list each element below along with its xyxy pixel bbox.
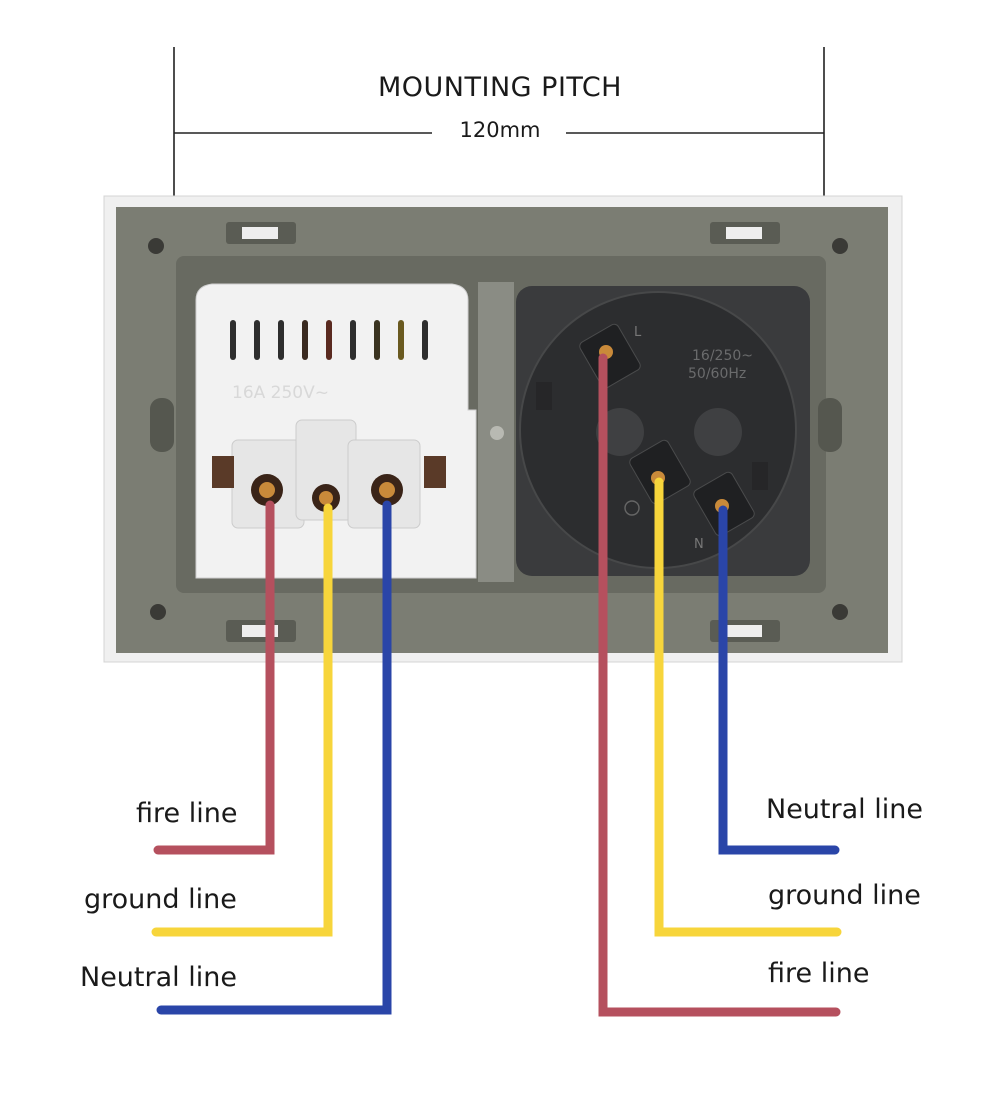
vent-slot [278, 320, 284, 360]
vent-slot [230, 320, 236, 360]
diagram-title: MOUNTING PITCH [378, 72, 622, 103]
clip-tab [726, 625, 762, 637]
mounting-hole [832, 604, 848, 620]
screw-clamp [212, 456, 234, 488]
vent-slot [374, 320, 380, 360]
pin-recess [694, 408, 742, 456]
screw-clamp [424, 456, 446, 488]
left-fire-wire [153, 500, 275, 855]
right-ground-label: ground line [768, 880, 921, 911]
side-latch [536, 382, 552, 410]
vent-slot [254, 320, 260, 360]
right-ground-wire [654, 477, 842, 937]
vent-slot [302, 320, 308, 360]
left-neutral-label: Neutral line [80, 962, 237, 993]
left-ground-label: ground line [84, 884, 237, 915]
side-slot [818, 398, 842, 452]
clip-tab [726, 227, 762, 239]
right-module-marking-2: 50/60Hz [688, 366, 746, 382]
terminal-l-marking: L [634, 325, 642, 340]
terminal-screw [379, 482, 395, 498]
mounting-hole [148, 238, 164, 254]
right-module-marking-1: 16/250~ [692, 348, 753, 364]
right-neutral-wire [718, 505, 840, 855]
terminal-screw [259, 482, 275, 498]
left-socket-module: 16A 250V~ [195, 283, 477, 579]
wires [151, 353, 842, 1017]
divider-screw [490, 426, 504, 440]
clip-tab [242, 227, 278, 239]
vent-slot [422, 320, 428, 360]
mounting-hole [832, 238, 848, 254]
pin-recess [596, 408, 644, 456]
terminal-n-marking: N [694, 537, 704, 552]
vent-slot [350, 320, 356, 360]
left-ground-wire [151, 503, 333, 937]
ground-symbol-icon [624, 500, 640, 516]
left-neutral-wire [156, 500, 392, 1015]
right-fire-wire [598, 353, 841, 1017]
right-neutral-label: Neutral line [766, 794, 923, 825]
pitch-dimension: 120mm [459, 118, 541, 142]
terminal-screw [319, 491, 333, 505]
vent-slot [326, 320, 332, 360]
side-latch [752, 462, 768, 490]
side-slot [150, 398, 174, 452]
left-module-marking: 16A 250V~ [232, 383, 329, 403]
mounting-hole [150, 604, 166, 620]
vent-slot [398, 320, 404, 360]
right-socket-module: 16/250~ 50/60Hz L N [516, 286, 810, 576]
right-fire-label: fire line [768, 958, 870, 989]
left-fire-label: fire line [136, 798, 238, 829]
